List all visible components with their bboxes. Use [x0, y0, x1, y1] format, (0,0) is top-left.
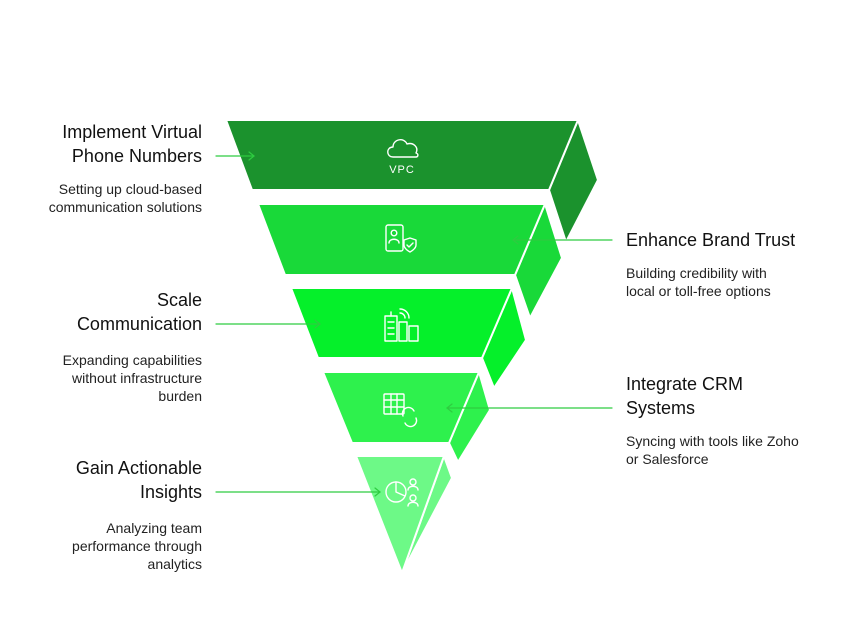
level-3-title-line-1: Scale — [156, 290, 202, 310]
level-3-title-line-2: Communication — [76, 314, 202, 334]
level-1-title-line-2: Phone Numbers — [71, 146, 202, 166]
level-3-description-line-3: burden — [158, 388, 202, 404]
connector-level-2 — [512, 235, 613, 245]
level-1-description-line-2: communication solutions — [48, 199, 202, 215]
level-4-title: Integrate CRM Systems — [626, 372, 743, 420]
signal-buildings-icon — [384, 308, 419, 342]
level-5-description-line-1: Analyzing team — [106, 520, 202, 536]
level-5-title: Gain Actionable Insights — [76, 456, 202, 504]
level-1-title-line-1: Implement Virtual — [62, 122, 202, 142]
funnel-level-3-face — [290, 287, 513, 359]
level-2-title-line-1: Enhance Brand Trust — [626, 230, 796, 250]
level-5-description-line-2: performance through — [72, 538, 202, 554]
level-5-description: Analyzing team performance through analy… — [72, 519, 202, 573]
level-4-title-line-1: Integrate CRM — [626, 374, 744, 394]
level-1-title: Implement Virtual Phone Numbers — [62, 120, 202, 168]
level-3-title: Scale Communication — [77, 288, 202, 336]
funnel-level-1-face — [225, 119, 579, 191]
connector-level-5 — [215, 487, 381, 497]
funnel-level-5-face — [355, 455, 445, 574]
connector-level-4 — [446, 403, 613, 413]
level-5-title-line-2: Insights — [139, 482, 202, 502]
level-2-description-line-1: Building credibility with — [626, 265, 767, 281]
cloud-vpc-icon: VPC — [387, 139, 419, 176]
level-5-title-line-1: Gain Actionable — [75, 458, 202, 478]
funnel-level-5 — [355, 455, 453, 574]
funnel-level-2-face — [257, 203, 546, 276]
chart-people-icon — [385, 478, 419, 507]
level-2-title: Enhance Brand Trust — [626, 228, 795, 252]
level-4-description-line-1: Syncing with tools like Zoho — [626, 433, 799, 449]
level-3-description-line-1: Expanding capabilities — [62, 352, 202, 368]
connector-lines — [215, 151, 613, 497]
level-2-description-line-2: local or toll-free options — [626, 283, 771, 299]
funnel-level-4 — [322, 371, 491, 463]
level-1-description: Setting up cloud-based communication sol… — [49, 180, 202, 216]
level-4-description: Syncing with tools like Zoho or Salesfor… — [626, 432, 799, 468]
funnel-level-3 — [290, 287, 527, 389]
level-3-description: Expanding capabilities without infrastru… — [63, 351, 202, 405]
connector-level-1 — [215, 151, 255, 161]
verified-contact-icon — [385, 224, 417, 253]
funnel-level-2 — [257, 203, 563, 319]
level-2-description: Building credibility with local or toll-… — [626, 264, 771, 300]
level-4-description-line-2: or Salesforce — [626, 451, 709, 467]
level-3-description-line-2: without infrastructure — [72, 370, 202, 386]
level-5-description-line-3: analytics — [147, 556, 202, 572]
level-4-title-line-2: Systems — [626, 398, 696, 418]
table-sync-icon — [383, 393, 418, 428]
funnel-level-1 — [225, 119, 599, 243]
level-1-description-line-1: Setting up cloud-based — [58, 181, 202, 197]
vpc-icon-text: VPC — [389, 164, 415, 176]
connector-level-3 — [215, 319, 321, 329]
